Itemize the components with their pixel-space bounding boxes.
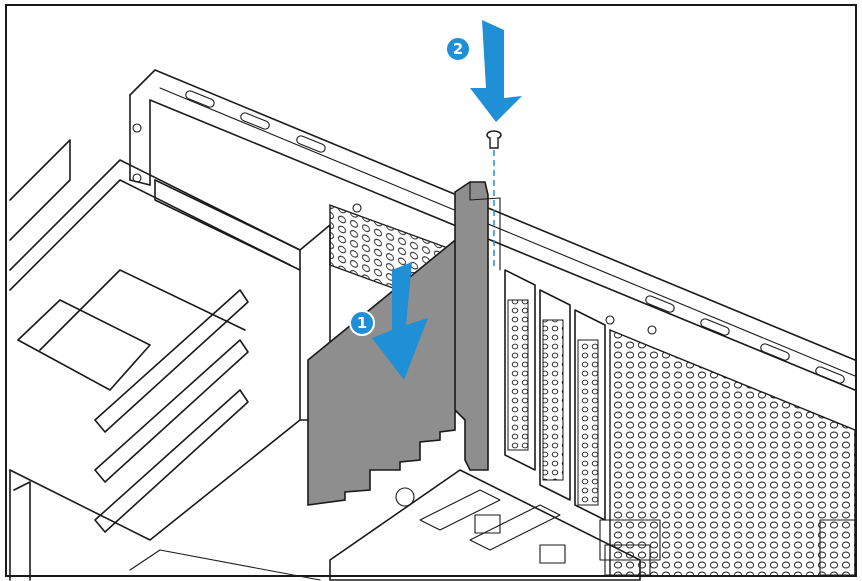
motherboard [129, 469, 856, 581]
screw-icon [486, 130, 502, 268]
slot-covers [504, 269, 606, 521]
down-arrow-icon [470, 20, 522, 122]
card-bracket [454, 181, 489, 471]
chassis [129, 69, 856, 391]
down-arrow-icon [372, 262, 428, 380]
step-1-number: 1 [357, 314, 367, 332]
step-1-badge [349, 310, 375, 336]
expansion-card [307, 181, 501, 506]
step-2-badge [445, 36, 471, 62]
step-2: 2 [445, 20, 522, 122]
rear-vent-grille [609, 328, 856, 577]
step-1: 1 [349, 262, 428, 380]
step-2-number: 2 [453, 40, 463, 58]
